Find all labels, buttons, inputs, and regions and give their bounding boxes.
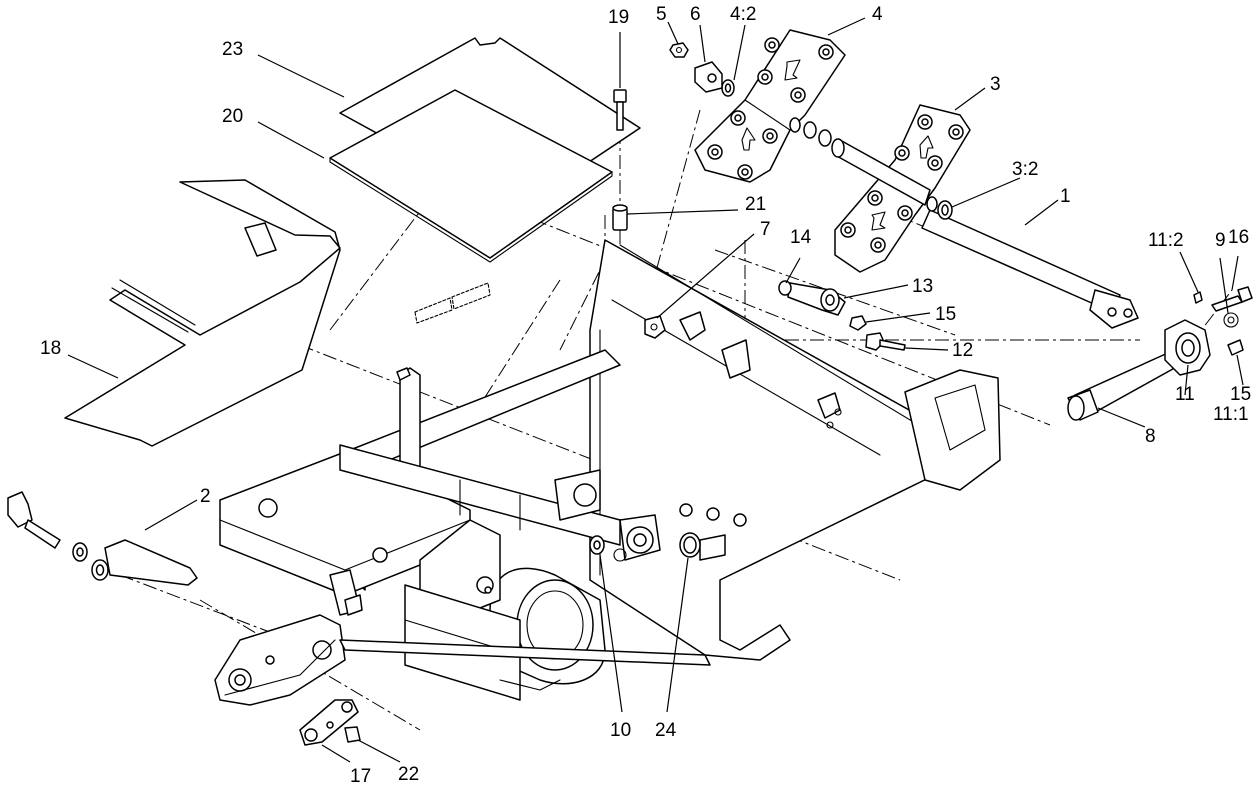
callout-24: 24 bbox=[655, 720, 677, 741]
callout-19: 19 bbox=[608, 7, 629, 28]
callout-labels: 19 5 6 4:2 4 23 3 20 3:2 1 21 7 14 11:2 … bbox=[40, 4, 1251, 787]
callout-11-1: 11:1 bbox=[1213, 404, 1249, 425]
callout-22: 22 bbox=[398, 764, 419, 785]
bushing-3-2 bbox=[926, 196, 953, 220]
set-screw-11-2 bbox=[1193, 291, 1203, 304]
clevis-7 bbox=[644, 315, 666, 339]
bushings-4-2 bbox=[721, 79, 832, 147]
shaft-8 bbox=[1067, 351, 1181, 421]
callout-16: 16 bbox=[1228, 227, 1249, 248]
cover-panel-20 bbox=[329, 89, 613, 263]
main-frame bbox=[214, 239, 1001, 706]
grease-fitting-15 bbox=[1227, 339, 1244, 356]
callout-7: 7 bbox=[760, 219, 771, 240]
callout-1: 1 bbox=[1060, 186, 1071, 207]
bolt-16 bbox=[1211, 286, 1253, 312]
pedal-shaft-1 bbox=[921, 209, 1139, 329]
callout-10: 10 bbox=[610, 720, 631, 741]
washer-2 bbox=[72, 542, 88, 562]
callout-18: 18 bbox=[40, 338, 61, 359]
bolt-19 bbox=[613, 89, 627, 131]
callout-11: 11 bbox=[1175, 384, 1195, 405]
spacer-15 bbox=[849, 315, 867, 331]
linkage-13 bbox=[778, 280, 846, 316]
callout-11-2: 11:2 bbox=[1148, 230, 1184, 251]
bolt-22 bbox=[344, 726, 361, 743]
nut-5 bbox=[669, 42, 689, 58]
callout-15-upper: 15 bbox=[935, 304, 956, 325]
callout-20: 20 bbox=[222, 106, 243, 127]
pin-2 bbox=[91, 539, 198, 586]
callout-14: 14 bbox=[790, 227, 812, 248]
callout-12: 12 bbox=[952, 340, 973, 361]
callout-13: 13 bbox=[912, 276, 933, 297]
floor-plate-18 bbox=[64, 179, 341, 447]
bolt-12 bbox=[865, 332, 906, 351]
bearing-flange-11 bbox=[1164, 319, 1211, 376]
callout-4-2: 4:2 bbox=[730, 4, 756, 25]
callout-5: 5 bbox=[656, 4, 667, 25]
callout-2: 2 bbox=[200, 486, 211, 507]
pedal-4 bbox=[694, 29, 846, 183]
callout-9: 9 bbox=[1215, 230, 1226, 251]
seal-24 bbox=[679, 532, 701, 558]
callout-15-lower: 15 bbox=[1230, 384, 1251, 405]
bolt-2 bbox=[7, 491, 61, 549]
spacer-21 bbox=[612, 204, 628, 231]
leader-lines bbox=[67, 17, 1244, 763]
callout-17: 17 bbox=[350, 766, 371, 787]
bracket-6 bbox=[694, 61, 723, 93]
callout-3: 3 bbox=[990, 74, 1001, 95]
fitting-10 bbox=[589, 535, 627, 562]
decal-labels bbox=[414, 282, 491, 324]
callout-4: 4 bbox=[872, 4, 883, 25]
callout-8: 8 bbox=[1145, 426, 1156, 447]
clip-9 bbox=[1223, 312, 1239, 328]
callout-3-2: 3:2 bbox=[1012, 159, 1038, 180]
link-17 bbox=[299, 699, 359, 746]
callout-21: 21 bbox=[745, 194, 766, 215]
pedal-shaft-tube bbox=[831, 138, 931, 206]
callout-6: 6 bbox=[690, 4, 701, 25]
callout-23: 23 bbox=[222, 39, 243, 60]
